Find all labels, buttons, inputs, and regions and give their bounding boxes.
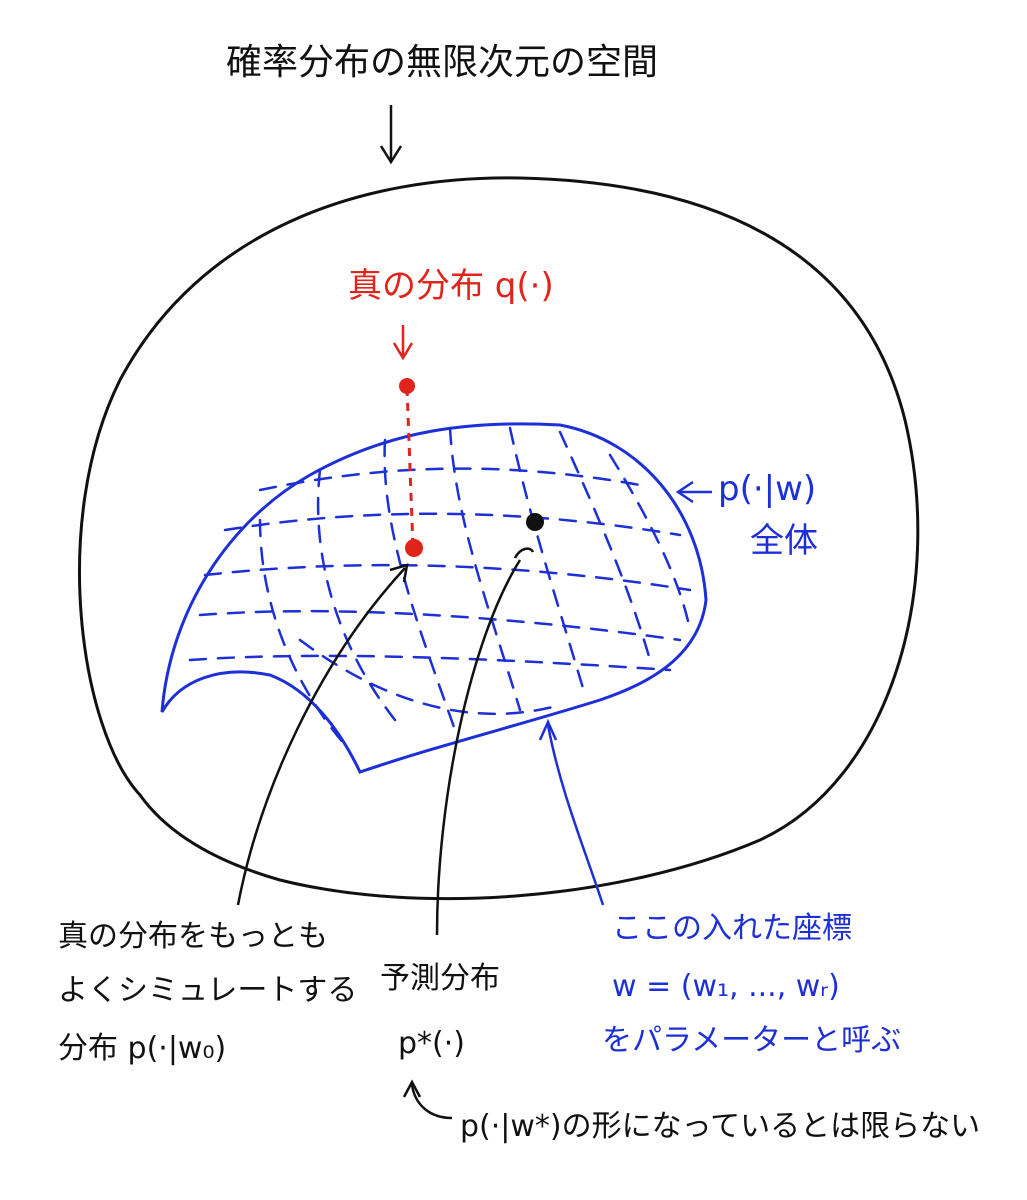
coord-line2: w = (w₁, ..., wᵣ) <box>612 969 840 1004</box>
model-surface-grid <box>188 426 692 747</box>
w0-dot <box>405 539 423 557</box>
best-sim-line2: よくシミュレートする <box>58 973 358 1008</box>
model-label-arrow <box>675 480 712 504</box>
best-sim-line3: 分布 p(·|w₀) <box>58 1031 227 1066</box>
coord-line3: をパラメーターと呼ぶ <box>602 1023 902 1058</box>
true-dist-arrow <box>392 325 414 361</box>
pred-leader <box>435 547 535 936</box>
pred-symbol: p*(·) <box>398 1026 465 1061</box>
true-dist-label: 真の分布 q(·) <box>348 266 554 306</box>
space-title: 確率分布の無限次元の空間 <box>226 42 659 83</box>
coord-line1: ここの入れた座標 <box>612 911 852 946</box>
coord-leader <box>538 718 605 906</box>
space-title-arrow <box>379 105 403 165</box>
space-boundary-ellipse <box>78 176 920 901</box>
true-dist-projection-line <box>405 387 415 549</box>
model-surface-outline <box>160 422 708 774</box>
pred-note: p(·|w*)の形になっているとは限らない <box>460 1109 981 1144</box>
pred-dot <box>526 513 544 531</box>
best-sim-line1: 真の分布をもっとも <box>58 919 328 954</box>
model-name-label: p(·|w) <box>718 469 817 509</box>
pred-note-arrow <box>402 1079 453 1120</box>
true-dist-dot <box>399 378 415 394</box>
model-total-label: 全体 <box>750 521 818 561</box>
pred-title: 予測分布 <box>380 961 500 996</box>
w0-leader <box>236 563 409 906</box>
model-surface <box>160 422 708 774</box>
